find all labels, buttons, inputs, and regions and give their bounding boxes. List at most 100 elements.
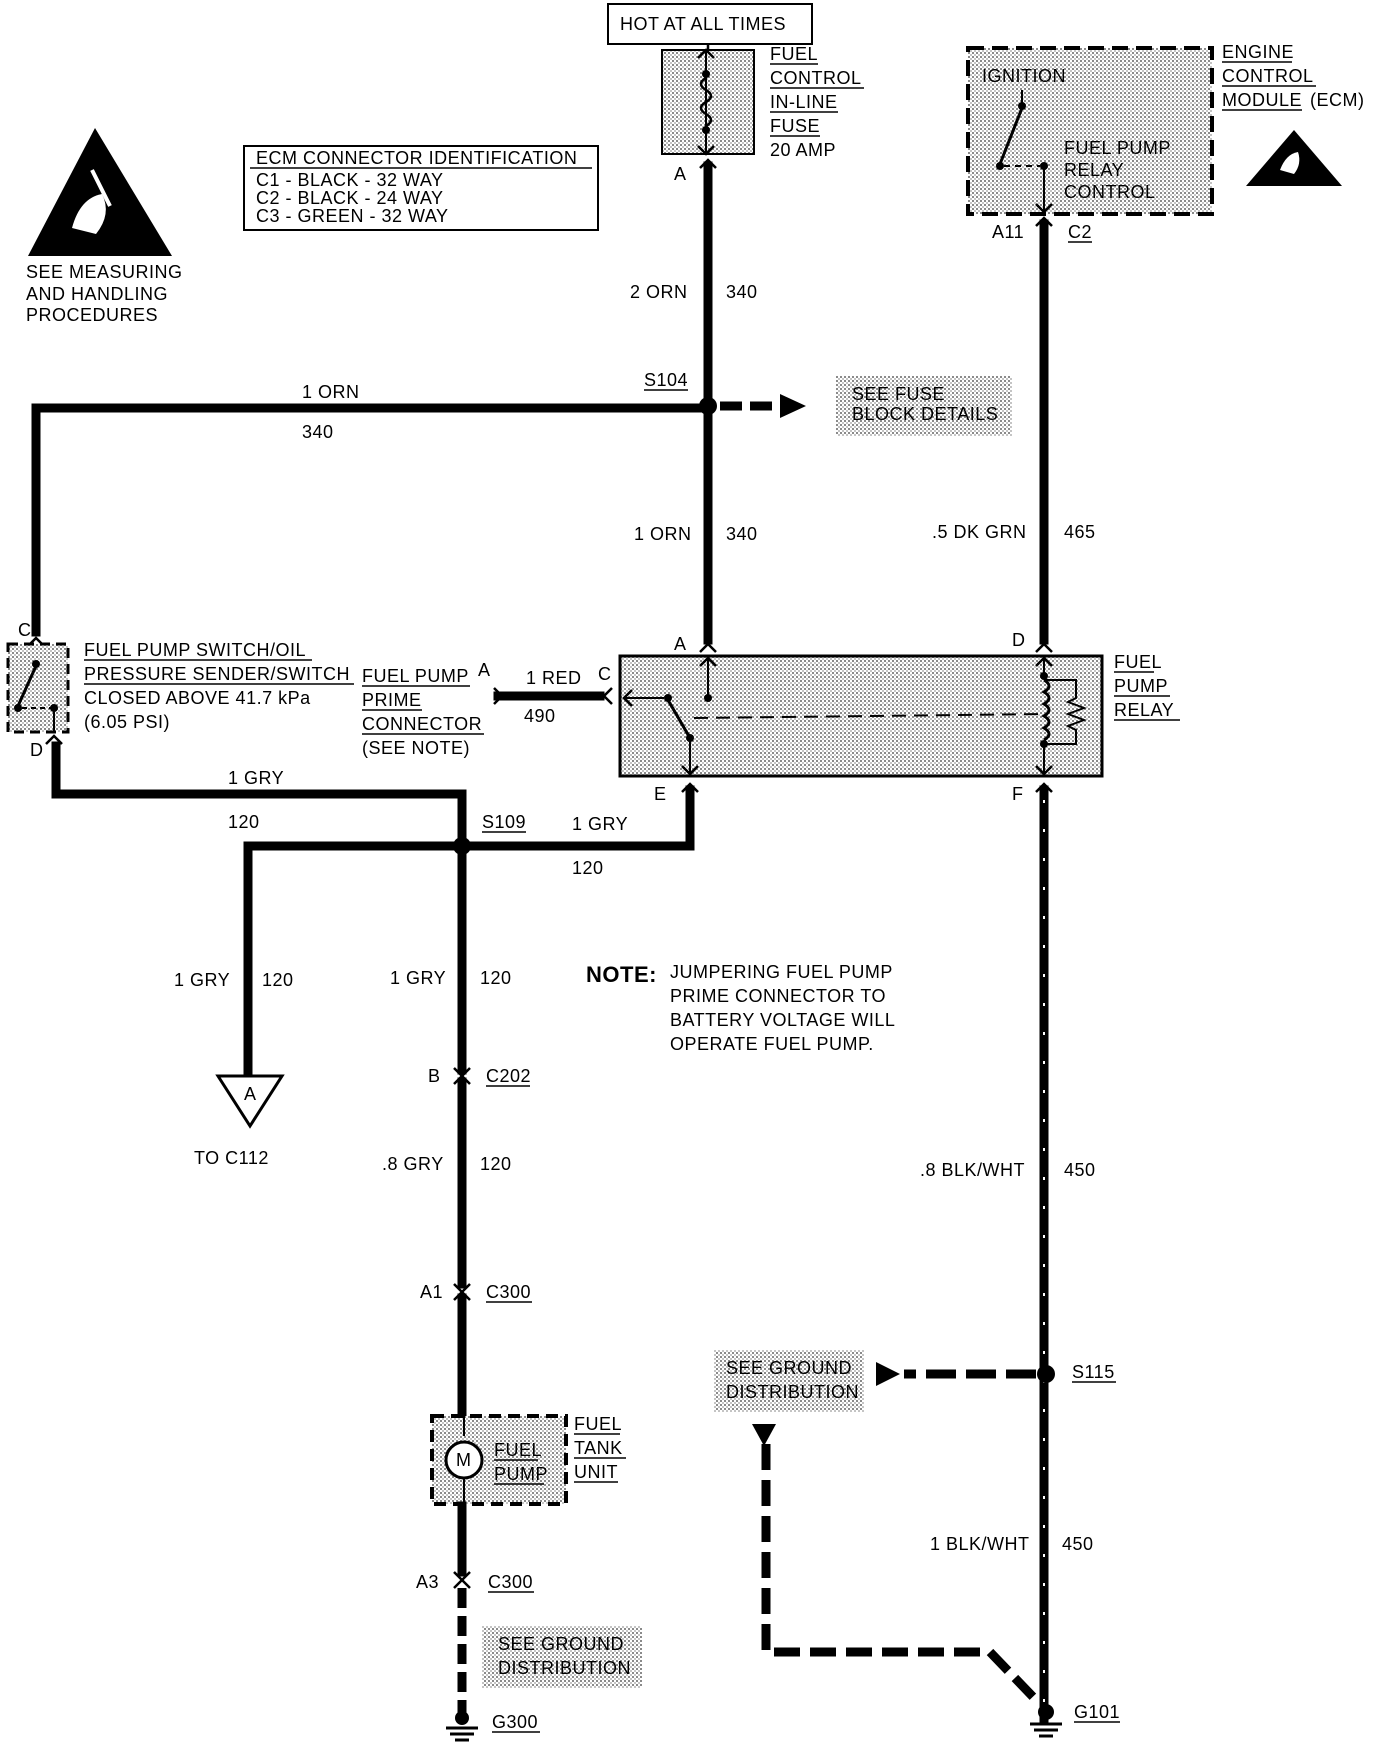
- ecm-label-line-1: ENGINE: [1222, 42, 1294, 62]
- oil-switch-line-2: PRESSURE SENDER/SWITCH: [84, 664, 350, 684]
- wire-s104-relay-size: 1 ORN: [634, 524, 692, 544]
- wire-prime-size: 1 RED: [526, 668, 582, 688]
- fuel-pump-line-2: PUMP: [494, 1464, 548, 1484]
- note-line-1: JUMPERING FUEL PUMP: [670, 962, 893, 982]
- oil-switch-line-3: CLOSED ABOVE 41.7 kPa: [84, 688, 311, 708]
- esd-note-line-3: PROCEDURES: [26, 305, 158, 325]
- hot-at-all-times-label: HOT AT ALL TIMES: [620, 14, 786, 34]
- see-ground-2-line-1: SEE GROUND: [726, 1358, 852, 1378]
- wire-ecm-relay-size: .5 DK GRN: [932, 522, 1027, 542]
- fuse-label-line-1: FUEL: [770, 44, 818, 64]
- ecm-module: [966, 46, 1214, 216]
- oil-switch-line-1: FUEL PUMP SWITCH/OIL: [84, 640, 306, 660]
- ecm-label-suffix: (ECM): [1310, 90, 1365, 110]
- prime-connector-line-1: FUEL PUMP: [362, 666, 469, 686]
- wire-relay-s109-size: 1 GRY: [572, 814, 628, 834]
- esd-warning-icon: [28, 128, 172, 256]
- oil-switch-pin-d: D: [30, 740, 44, 760]
- wire-c202-c300-circuit: 120: [480, 1154, 512, 1174]
- ecm-connector-id-row-1: C1 - BLACK - 32 WAY: [256, 170, 444, 190]
- note-line-4: OPERATE FUEL PUMP.: [670, 1034, 874, 1054]
- c202-pin: B: [428, 1066, 441, 1086]
- prime-connector-line-4: (SEE NOTE): [362, 738, 470, 758]
- wire-s115-g101-circuit: 450: [1062, 1534, 1094, 1554]
- wire-relay-s115-size: .8 BLK/WHT: [920, 1160, 1025, 1180]
- c300-top-name: C300: [486, 1282, 531, 1302]
- see-ground-1-line-1: SEE GROUND: [498, 1634, 624, 1654]
- ecm-connector-id-row-2: C2 - BLACK - 24 WAY: [256, 188, 444, 208]
- relay-pin-f: F: [1012, 784, 1024, 804]
- ecm-relay-control-line-1: FUEL PUMP: [1064, 138, 1171, 158]
- relay-pin-c: C: [598, 664, 612, 684]
- wire-s104-left-circuit: 340: [302, 422, 334, 442]
- fuse-label-line-3: IN-LINE: [770, 92, 838, 112]
- note-line-3: BATTERY VOLTAGE WILL: [670, 1010, 895, 1030]
- wire-switch-s109-size: 1 GRY: [228, 768, 284, 788]
- relay-pin-e: E: [654, 784, 667, 804]
- ecm-connector-id-box: ECM CONNECTOR IDENTIFICATION C1 - BLACK …: [243, 145, 599, 231]
- splice-s115: [1037, 1365, 1055, 1383]
- oil-switch-pin-c: C: [18, 620, 32, 640]
- splice-s115-label: S115: [1072, 1362, 1115, 1382]
- fuel-tank-unit-line-1: FUEL: [574, 1414, 622, 1434]
- relay-label-line-1: FUEL: [1114, 652, 1162, 672]
- relay-label-line-3: RELAY: [1114, 700, 1174, 720]
- wire-s109-to-c112: [243, 841, 467, 1079]
- ecm-label-line-2: CONTROL: [1222, 66, 1314, 86]
- see-ground-distribution-box-2: [714, 1350, 864, 1412]
- c300-bottom-pin: A3: [416, 1572, 439, 1592]
- wire-relay-e-to-s109: [457, 785, 695, 851]
- fuse-rating: 20 AMP: [770, 140, 836, 160]
- note-label: NOTE:: [586, 962, 657, 987]
- fuel-pump-relay: [618, 654, 1104, 778]
- relay-label-line-2: PUMP: [1114, 676, 1168, 696]
- ground-g300-label: G300: [492, 1712, 538, 1732]
- fuel-pump-oil-pressure-switch: [6, 642, 70, 734]
- prime-connector-line-3: CONNECTOR: [362, 714, 482, 734]
- splice-s104-label: S104: [644, 370, 688, 390]
- wire-oil-switch-to-s109: [51, 741, 467, 849]
- oil-switch-line-4: (6.05 PSI): [84, 712, 170, 732]
- wire-s109-c202-circuit: 120: [480, 968, 512, 988]
- to-c112-symbol: A: [244, 1084, 257, 1104]
- wire-ground-distribution-to-g101: [761, 1444, 1040, 1704]
- fuse-pin-a: A: [674, 164, 687, 184]
- wire-c112-circuit: 120: [262, 970, 294, 990]
- fuel-pump-line-1: FUEL: [494, 1440, 542, 1460]
- prime-connector-pin-a: A: [478, 660, 491, 680]
- esd-warning-icon-small: [1246, 130, 1342, 186]
- wire-fuse-s104-circuit: 340: [726, 282, 758, 302]
- ground-g101-label: G101: [1074, 1702, 1120, 1722]
- fuel-tank-unit-line-2: TANK: [574, 1438, 623, 1458]
- wire-s104-relay-circuit: 340: [726, 524, 758, 544]
- hot-at-all-times-box: HOT AT ALL TIMES: [607, 3, 813, 45]
- fuel-pump-motor-symbol: M: [456, 1450, 472, 1470]
- wire-s104-left-size: 1 ORN: [302, 382, 360, 402]
- wire-c112-size: 1 GRY: [174, 970, 230, 990]
- wire-relay-s115-circuit: 450: [1064, 1160, 1096, 1180]
- c300-top-pin: A1: [420, 1282, 443, 1302]
- wire-fuse-s104-size: 2 ORN: [630, 282, 688, 302]
- ground-g300-icon: [446, 1711, 478, 1742]
- fuse-label-line-4: FUSE: [770, 116, 820, 136]
- wire-c202-c300-size: .8 GRY: [382, 1154, 444, 1174]
- relay-pin-d: D: [1012, 630, 1026, 650]
- note-line-2: PRIME CONNECTOR TO: [670, 986, 886, 1006]
- ecm-connector-c2: C2: [1068, 222, 1092, 242]
- prime-connector-line-2: PRIME: [362, 690, 422, 710]
- relay-pin-a: A: [674, 634, 687, 654]
- to-c112-arrow-icon: [215, 1074, 285, 1129]
- fuel-tank-unit-line-3: UNIT: [574, 1462, 618, 1482]
- see-ground-2-line-2: DISTRIBUTION: [726, 1382, 859, 1402]
- ecm-relay-control-line-2: RELAY: [1064, 160, 1124, 180]
- see-fuse-block-line-1: SEE FUSE: [852, 384, 945, 404]
- wire-relay-s109-circuit: 120: [572, 858, 604, 878]
- wire-prime-circuit: 490: [524, 706, 556, 726]
- ecm-relay-control-line-3: CONTROL: [1064, 182, 1156, 202]
- ecm-connector-id-title: ECM CONNECTOR IDENTIFICATION: [256, 148, 577, 168]
- ecm-connector-id-row-3: C3 - GREEN - 32 WAY: [256, 206, 449, 226]
- wire-s115-g101-size: 1 BLK/WHT: [930, 1534, 1030, 1554]
- see-ground-distribution-box-1: [482, 1626, 642, 1688]
- see-ground-1-line-2: DISTRIBUTION: [498, 1658, 631, 1678]
